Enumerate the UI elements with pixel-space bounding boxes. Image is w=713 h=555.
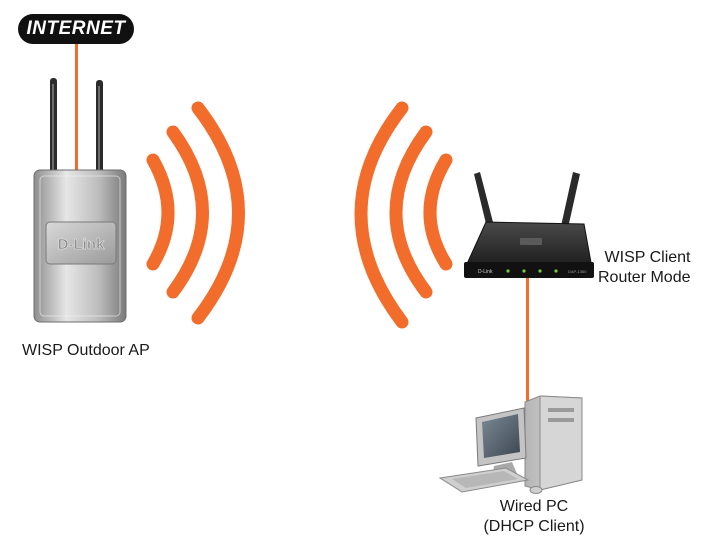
wired-pc (438, 395, 583, 494)
internet-label: INTERNET (26, 18, 126, 39)
router: D-Link DAP-1360 (464, 221, 594, 278)
ap-antennas (50, 78, 103, 178)
outdoor-access-point: D-Link (33, 169, 127, 323)
pc-label-line1: Wired PC (499, 498, 569, 515)
router-label-line2: Router Mode (598, 269, 691, 286)
router-label: WISP Client Router Mode (598, 248, 691, 288)
pc-label-line2: (DHCP Client) (483, 518, 585, 535)
internet-cable (75, 42, 78, 177)
ap-wireless-waves (146, 101, 245, 325)
svg-text:DAP-1360: DAP-1360 (568, 269, 587, 274)
router-wireless-waves (354, 101, 453, 329)
router-pc-cable (526, 278, 529, 406)
router-label-line1: WISP Client (604, 249, 691, 266)
svg-text:D-Link: D-Link (478, 269, 493, 275)
svg-text:D-Link: D-Link (58, 236, 105, 253)
access-point-label: WISP Outdoor AP (22, 342, 150, 359)
pc-label: Wired PC (DHCP Client) (482, 497, 586, 537)
internet-badge: INTERNET (18, 14, 134, 44)
router-antennas (474, 172, 580, 228)
